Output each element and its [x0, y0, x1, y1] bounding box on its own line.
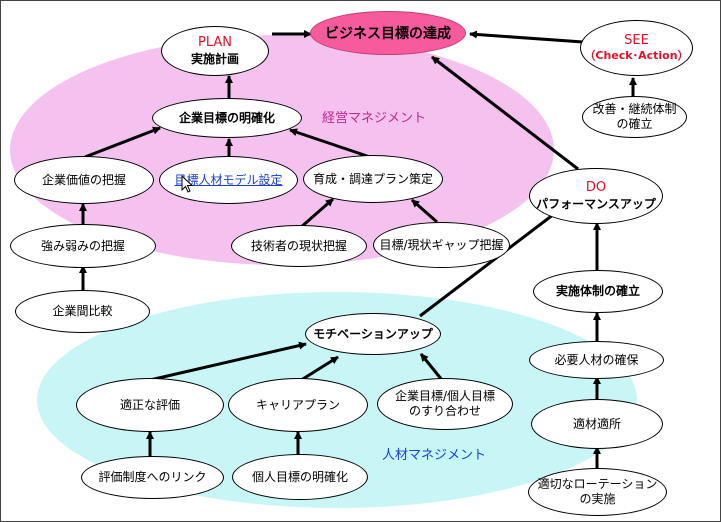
tech-status-label: 技術者の現状把握	[250, 238, 347, 253]
arrow-motivation-to-do	[419, 209, 559, 318]
alignment-line1: 企業目標/個人目標	[394, 389, 496, 403]
gap-label: 目標/現状ギャップ把握	[379, 237, 504, 252]
alignment-node: 企業目標/個人目標 のすり合わせ	[377, 378, 513, 430]
career-label: キャリアプラン	[255, 397, 340, 412]
personal-goal-label: 個人目標の明確化	[251, 469, 348, 484]
rotation-node: 適切なローテーション の実施	[528, 468, 667, 516]
talent-label: 必要人材の確保	[554, 352, 639, 367]
arrow-gap-to-training	[411, 198, 438, 224]
see-node: SEE （Check･Action）	[580, 20, 693, 76]
mouse-pointer-icon	[181, 175, 193, 193]
target-model-link[interactable]: 目標人材モデル設定	[174, 172, 283, 187]
rotation-line1: 適切なローテーション	[537, 477, 658, 491]
corporate-value-node: 企業価値の把握	[14, 156, 154, 204]
placement-label: 適材適所	[572, 416, 621, 431]
career-node: キャリアプラン	[228, 378, 368, 432]
do-title: DO	[585, 180, 607, 196]
structure-node: 実施体制の確立	[533, 270, 663, 313]
arrow-see-to-goal	[469, 30, 584, 44]
eval-link-node: 評価制度へのリンク	[81, 456, 224, 499]
business-goal-node: ビジネス目標の達成	[310, 11, 466, 55]
management-region-label: 経営マネジメント	[322, 111, 427, 126]
eval-link-label: 評価制度へのリンク	[98, 470, 207, 484]
compare-label: 企業間比較	[52, 304, 113, 318]
hr-region-label: 人材マネジメント	[382, 448, 487, 463]
corporate-goal-label: 企業目標の明確化	[178, 110, 275, 125]
arrow-evaluation-to-motivation	[149, 341, 307, 382]
motivation-label: モチベーションアップ	[313, 326, 433, 341]
arrow-alignment-to-motivation	[419, 353, 444, 381]
rotation-line2: の実施	[579, 492, 616, 506]
business-goal-label: ビジネス目標の達成	[325, 26, 451, 42]
training-plan-label: 育成・調達プラン策定	[312, 171, 433, 186]
compare-node: 企業間比較	[15, 290, 150, 333]
arrow-tech-to-training	[299, 197, 334, 230]
do-node: DO パフォーマンスアップ	[529, 168, 663, 224]
talent-node: 必要人材の確保	[529, 341, 664, 379]
evaluation-label: 適正な評価	[119, 397, 180, 412]
plan-subtitle: 実施計画	[190, 51, 239, 66]
arrow-training-to-corpgoal	[289, 128, 371, 159]
placement-node: 適材適所	[531, 399, 663, 449]
improvement-line1: 改善・継続体制	[592, 102, 677, 116]
evaluation-node: 適正な評価	[76, 378, 224, 432]
plan-node: PLAN 実施計画	[161, 26, 269, 76]
corporate-goal-node: 企業目標の明確化	[152, 98, 302, 138]
strengths-label: 強み弱みの把握	[40, 238, 125, 253]
plan-title: PLAN	[198, 35, 232, 51]
gap-node: 目標/現状ギャップ把握	[373, 222, 510, 268]
corporate-value-label: 企業価値の把握	[41, 172, 126, 187]
see-subtitle: （Check･Action）	[584, 49, 689, 63]
strengths-node: 強み弱みの把握	[10, 224, 156, 268]
structure-label: 実施体制の確立	[555, 284, 640, 298]
personal-goal-node: 個人目標の明確化	[232, 454, 368, 500]
tech-status-node: 技術者の現状把握	[231, 225, 367, 267]
training-plan-node: 育成・調達プラン策定	[303, 155, 443, 203]
improvement-line2: の確立	[616, 117, 653, 131]
arrow-do-to-goal	[431, 55, 579, 171]
motivation-node: モチベーションアップ	[305, 313, 441, 355]
arrow-value-to-corpgoal	[84, 126, 161, 159]
see-title: SEE	[624, 33, 649, 48]
improvement-node: 改善・継続体制 の確立	[582, 96, 687, 138]
do-subtitle: パフォーマンスアップ	[536, 196, 656, 211]
alignment-line2: のすり合わせ	[408, 404, 481, 418]
